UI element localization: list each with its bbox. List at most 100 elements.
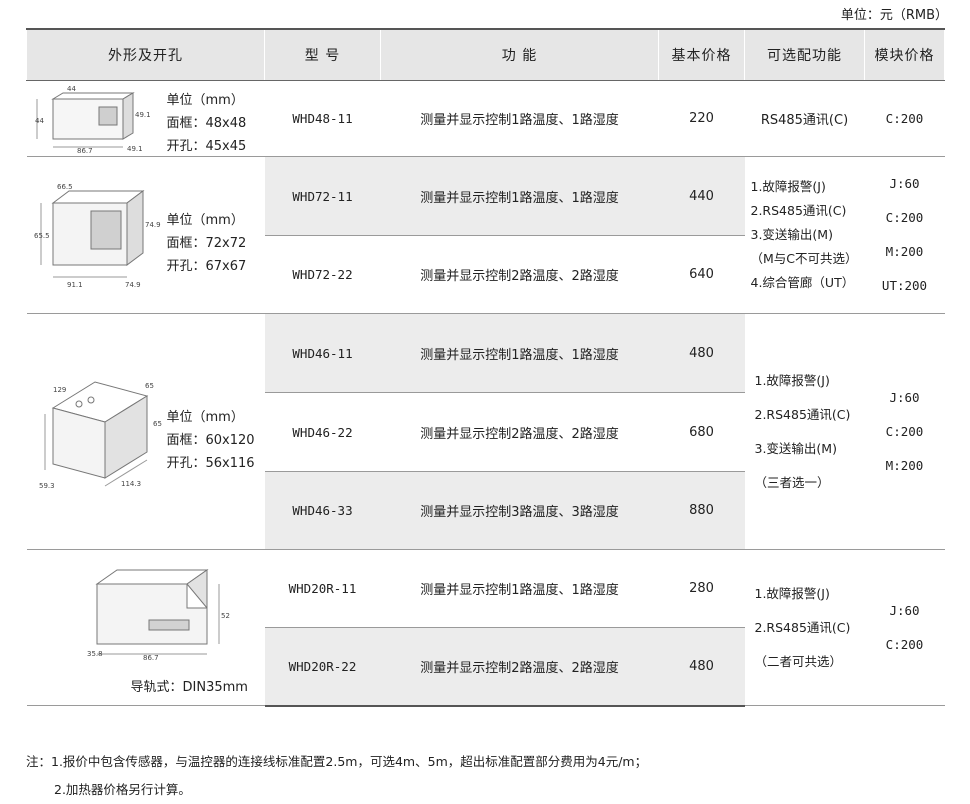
footnote-2: 2.加热器价格另行计算。 bbox=[54, 782, 191, 797]
option-item: （M与C不可共选） bbox=[750, 251, 858, 266]
option-item: 3.变送输出(M) bbox=[754, 440, 837, 456]
option-item: （三者选一） bbox=[754, 474, 830, 490]
whd48-outline-drawing: 44 44 86.7 49.1 49.1 bbox=[35, 85, 151, 155]
whd72-dims: 单位（mm） 面框：72x72 开孔：67x67 bbox=[167, 209, 247, 278]
module-item: C:200 bbox=[885, 210, 924, 225]
svg-text:44: 44 bbox=[67, 85, 76, 93]
option-item: 1.故障报警(J) bbox=[754, 372, 830, 388]
table-row: 65.5 66.5 74.9 91.1 74.9 单位（mm） 面框：72x72… bbox=[26, 156, 945, 314]
whd46-dims: 单位（mm） 面框：60x120 开孔：56x116 bbox=[167, 406, 255, 475]
function-cell: 测量并显示控制1路温度、1路湿度 bbox=[380, 549, 659, 628]
options-cell: 1.故障报警(J) 2.RS485通讯(C) 3.变送输出(M) （M与C不可共… bbox=[744, 156, 865, 314]
module-item: C:200 bbox=[885, 423, 924, 439]
shape-cell-whd20r: 52 86.7 35.8 导轨式：DIN35mm bbox=[26, 549, 265, 706]
footnote-1: 注：1.报价中包含传感器，与温控器的连接线标准配置2.5m，可选4m、5m，超出… bbox=[26, 754, 648, 769]
unit-note: 单位：元（RMB） bbox=[840, 8, 948, 23]
price-table: 外形及开孔 型 号 功 能 基本价格 可选配功能 模块价格 44 44 bbox=[26, 28, 945, 707]
svg-text:66.5: 66.5 bbox=[57, 183, 73, 191]
svg-text:65: 65 bbox=[153, 420, 162, 428]
option-item: 3.变送输出(M) bbox=[750, 227, 833, 242]
price-cell: 480 bbox=[658, 627, 745, 707]
model-cell: WHD72-22 bbox=[264, 235, 381, 314]
svg-text:35.8: 35.8 bbox=[87, 650, 103, 658]
function-cell: 测量并显示控制1路温度、1路湿度 bbox=[380, 313, 659, 393]
table-row: WHD46-33 测量并显示控制3路温度、3路湿度 880 bbox=[27, 471, 945, 550]
header-model: 型 号 bbox=[264, 28, 381, 81]
price-cell: 880 bbox=[658, 471, 745, 550]
svg-text:59.3: 59.3 bbox=[39, 482, 55, 490]
svg-text:86.7: 86.7 bbox=[77, 147, 93, 155]
whd72-outline-drawing: 65.5 66.5 74.9 91.1 74.9 bbox=[34, 183, 161, 289]
function-cell: 测量并显示控制1路温度、1路湿度 bbox=[380, 156, 659, 236]
svg-text:114.3: 114.3 bbox=[121, 480, 141, 488]
function-cell: 测量并显示控制2路温度、2路湿度 bbox=[380, 627, 659, 707]
model-cell: WHD46-11 bbox=[264, 313, 381, 393]
option-item: 2.RS485通讯(C) bbox=[754, 619, 851, 635]
svg-text:86.7: 86.7 bbox=[143, 654, 159, 660]
options-cell: RS485通讯(C) bbox=[744, 80, 865, 157]
dims-unit: 单位（mm） bbox=[166, 410, 244, 425]
options-cell: 1.故障报警(J) 2.RS485通讯(C) （二者可共选） bbox=[744, 549, 865, 706]
table-row: 129 65 65 114.3 59.3 单位（mm） 面框：60x120 开孔… bbox=[26, 313, 945, 550]
svg-text:52: 52 bbox=[221, 612, 230, 620]
function-cell: 测量并显示控制1路温度、1路湿度 bbox=[380, 80, 659, 157]
table-row: 52 86.7 35.8 导轨式：DIN35mm WHD20R-11 测量并显示… bbox=[26, 549, 945, 706]
model-cell: WHD46-22 bbox=[264, 392, 381, 472]
price-cell: 220 bbox=[658, 80, 745, 157]
options-cell: 1.故障报警(J) 2.RS485通讯(C) 3.变送输出(M) （三者选一） bbox=[744, 313, 865, 550]
rail-mount-label: 导轨式：DIN35mm bbox=[130, 680, 248, 695]
table-row: 44 44 86.7 49.1 49.1 单位（mm） 面框：48x48 开孔：… bbox=[26, 80, 945, 158]
table-header-row: 外形及开孔 型 号 功 能 基本价格 可选配功能 模块价格 bbox=[26, 28, 945, 81]
shape-cell-whd46: 129 65 65 114.3 59.3 单位（mm） 面框：60x120 开孔… bbox=[26, 313, 265, 550]
function-cell: 测量并显示控制2路温度、2路湿度 bbox=[380, 235, 659, 314]
whd46-outline-drawing: 129 65 65 114.3 59.3 bbox=[39, 381, 162, 490]
dims-frame: 面框：48x48 bbox=[166, 116, 247, 131]
model-cell: WHD72-11 bbox=[264, 156, 381, 236]
header-module-price: 模块价格 bbox=[864, 28, 945, 81]
dims-cutout: 开孔：56x116 bbox=[166, 456, 255, 471]
function-cell: 测量并显示控制2路温度、2路湿度 bbox=[380, 392, 659, 472]
whd20r-outline-drawing: 52 86.7 35.8 bbox=[87, 569, 230, 660]
module-cell: C:200 bbox=[864, 80, 945, 157]
header-shape: 外形及开孔 bbox=[26, 28, 265, 81]
function-cell: 测量并显示控制3路温度、3路湿度 bbox=[380, 471, 659, 550]
shape-cell-whd72: 65.5 66.5 74.9 91.1 74.9 单位（mm） 面框：72x72… bbox=[26, 156, 265, 314]
module-item: C:200 bbox=[885, 636, 924, 652]
module-cell: J:60 C:200 bbox=[864, 549, 945, 706]
dims-cutout: 开孔：67x67 bbox=[166, 259, 247, 274]
option-item: 1.故障报警(J) bbox=[750, 179, 826, 194]
price-cell: 680 bbox=[658, 392, 745, 472]
svg-text:49.1: 49.1 bbox=[127, 145, 143, 153]
svg-text:44: 44 bbox=[35, 117, 44, 125]
model-cell: WHD20R-22 bbox=[264, 627, 381, 707]
table-row: WHD72-22 测量并显示控制2路温度、2路湿度 640 bbox=[27, 235, 945, 314]
option-item: 4.综合管廊（UT） bbox=[750, 275, 855, 290]
model-cell: WHD46-33 bbox=[264, 471, 381, 550]
header-function: 功 能 bbox=[380, 28, 659, 81]
module-item: M:200 bbox=[885, 244, 924, 259]
svg-text:74.9: 74.9 bbox=[125, 281, 141, 289]
whd48-dims: 单位（mm） 面框：48x48 开孔：45x45 bbox=[167, 89, 247, 158]
dims-unit: 单位（mm） bbox=[166, 93, 244, 108]
price-cell: 480 bbox=[658, 313, 745, 393]
module-item: M:200 bbox=[885, 457, 924, 473]
svg-text:129: 129 bbox=[53, 386, 66, 394]
module-item: J:60 bbox=[889, 602, 920, 618]
header-base-price: 基本价格 bbox=[658, 28, 745, 81]
dims-unit: 单位（mm） bbox=[166, 213, 244, 228]
option-item: 2.RS485通讯(C) bbox=[750, 203, 847, 218]
module-item: UT:200 bbox=[881, 278, 928, 293]
model-cell: WHD20R-11 bbox=[264, 549, 381, 628]
header-options: 可选配功能 bbox=[744, 28, 865, 81]
table-row: WHD46-22 测量并显示控制2路温度、2路湿度 680 bbox=[27, 392, 945, 472]
price-cell: 440 bbox=[658, 156, 745, 236]
svg-text:49.1: 49.1 bbox=[135, 111, 151, 119]
footnotes: 注：1.报价中包含传感器，与温控器的连接线标准配置2.5m，可选4m、5m，超出… bbox=[26, 748, 647, 804]
option-item: 2.RS485通讯(C) bbox=[754, 406, 851, 422]
dims-frame: 面框：60x120 bbox=[166, 433, 255, 448]
module-cell: J:60 C:200 M:200 bbox=[864, 313, 945, 550]
model-cell: WHD48-11 bbox=[264, 80, 381, 157]
module-item: J:60 bbox=[889, 176, 920, 191]
option-item: 1.故障报警(J) bbox=[754, 585, 830, 601]
table-row: WHD20R-22 测量并显示控制2路温度、2路湿度 480 bbox=[27, 627, 945, 707]
